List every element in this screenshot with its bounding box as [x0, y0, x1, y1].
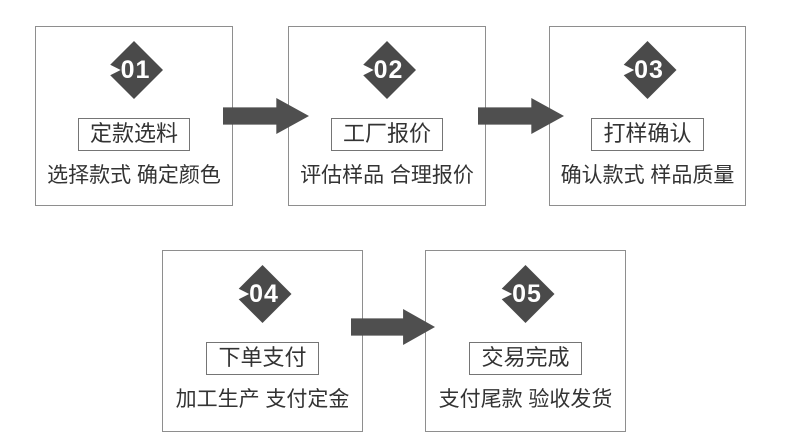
step-2-description: 评估样品 合理报价 — [300, 164, 474, 188]
step-1-diamond-badge: 01 — [110, 41, 163, 99]
step-box-3: 03 打样确认 确认款式 样品质量 — [549, 26, 746, 206]
step-4-number: 04 — [249, 279, 279, 308]
step-5-title: 交易完成 — [469, 342, 582, 376]
step-3-description: 确认款式 样品质量 — [560, 164, 735, 188]
arrow-right-icon-4-5 — [351, 309, 435, 345]
step-box-5: 05 交易完成 支付尾款 验收发货 — [425, 250, 626, 432]
step-4-description: 加工生产 支付定金 — [175, 388, 350, 412]
step-5-description: 支付尾款 验收发货 — [438, 388, 613, 412]
step-2-diamond-badge: 02 — [363, 41, 416, 99]
step-box-4: 04 下单支付 加工生产 支付定金 — [162, 250, 363, 432]
step-3-title: 打样确认 — [591, 118, 704, 152]
step-4-title: 下单支付 — [206, 342, 319, 376]
step-2-title: 工厂报价 — [330, 118, 443, 152]
step-box-1: 01 定款选料 选择款式 确定颜色 — [35, 26, 233, 206]
step-2-number: 02 — [373, 55, 404, 84]
step-1-number: 01 — [120, 55, 151, 84]
step-box-2: 02 工厂报价 评估样品 合理报价 — [288, 26, 486, 206]
step-3-diamond-badge: 03 — [623, 41, 677, 99]
step-5-number: 05 — [512, 279, 542, 308]
step-1-title: 定款选料 — [77, 118, 190, 152]
step-4-diamond-badge: 04 — [238, 265, 292, 323]
step-1-description: 选择款式 确定颜色 — [47, 164, 221, 188]
step-5-diamond-badge: 05 — [501, 265, 555, 323]
step-3-number: 03 — [634, 55, 664, 84]
